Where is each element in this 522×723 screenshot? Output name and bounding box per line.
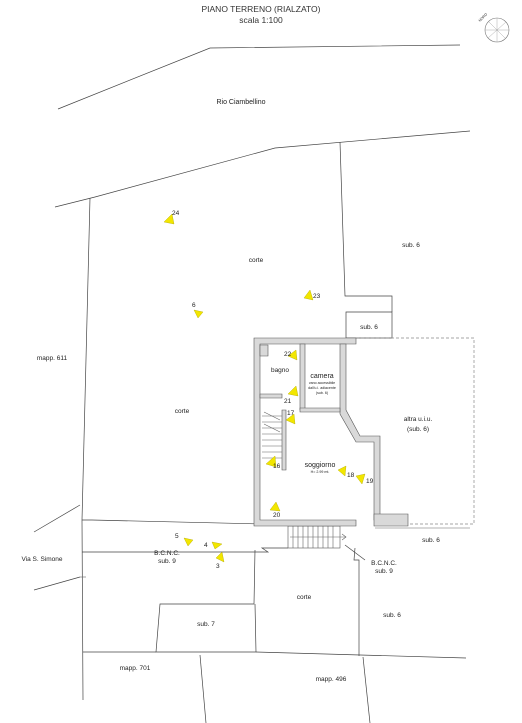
boundary-courtyard-bottom [82,519,263,525]
svg-text:3: 3 [216,563,220,570]
sub6-right-label: sub. 6 [402,242,420,249]
svg-text:16: 16 [273,463,281,470]
svg-text:20: 20 [273,512,281,519]
mapp701-label: mapp. 701 [120,665,151,672]
sub6-bottom-label: sub. 6 [383,612,401,619]
room-label-bagno: bagno [271,367,289,374]
corte-top-label: corte [249,257,264,264]
photo-marker-20: 20 [269,501,281,519]
sub6-mid-label: sub. 6 [422,537,440,544]
sub7-label: sub. 7 [197,621,215,628]
boundary-right-vertical [339,141,393,312]
corte-bottom-label: corte [297,594,312,601]
svg-text:23: 23 [313,293,321,300]
corte-left-label: corte [175,408,190,415]
bcnc-right-label-1: B.C.N.C. [371,560,397,567]
svg-text:21: 21 [284,398,292,405]
bcnc-left-label-1: B.C.N.C. [154,550,180,557]
mapp611-label: mapp. 611 [37,355,68,362]
svg-text:4: 4 [204,542,208,549]
other-unit-label-2: (sub. 6) [407,426,429,433]
room-label-camera: camera [310,373,333,380]
photo-marker-17: 17 [285,410,296,425]
svg-text:5: 5 [175,533,179,540]
svg-text:17: 17 [287,410,295,417]
photo-marker-23: 23 [303,289,321,301]
mapp496-label: mapp. 496 [316,676,347,683]
interior-stairs [262,411,282,459]
photo-marker-24: 24 [163,210,180,225]
sub7-box [155,549,257,653]
room-label-soggiorno: soggiorno [305,462,336,469]
building-walls [253,337,409,527]
other-unit-dashed-outline [356,337,475,525]
plan-scale: scala 1:100 [239,15,283,25]
photo-marker-3: 3 [215,551,225,570]
other-unit-label-1: altra u.i.u. [404,416,433,423]
boundary-lower-middle [353,547,360,656]
photo-marker-6: 6 [192,302,204,319]
river-lower-bank [54,130,471,208]
river-upper-bank [57,44,461,110]
svg-text:22: 22 [284,351,292,358]
photo-marker-18: 18 [337,465,355,479]
camera-note-3: (sub. 6) [316,391,328,395]
photo-marker-22: 22 [284,349,298,361]
bcnc-pointer-line [344,544,366,561]
photo-marker-19: 19 [355,473,374,485]
photo-marker-21: 21 [284,385,299,405]
svg-text:6: 6 [192,302,196,309]
svg-text:18: 18 [347,472,355,479]
plan-title: PIANO TERRENO (RIALZATO) [201,4,320,14]
north-arrow-icon: NORD [478,12,510,43]
bcnc-boundary [82,547,288,553]
bcnc-left-label-2: sub. 9 [158,558,176,565]
boundary-lower-right [255,651,467,659]
north-label: NORD [478,12,489,23]
entrance-stairs [287,525,347,549]
photo-marker-16: 16 [265,455,281,470]
street-line-upper [33,504,81,533]
soggiorno-height: H= 2.99 mt. [311,470,330,474]
boundary-bottom-left [199,654,207,723]
photo-marker-5: 5 [175,533,194,547]
photo-marker-4: 4 [204,541,223,550]
boundary-bottom-right [362,656,371,723]
river-label: Rio Ciambellino [216,99,265,106]
svg-text:19: 19 [366,478,374,485]
boundary-left-vertical [81,197,91,701]
camera-note-1: vano accessibile [309,381,335,385]
bcnc-right-label-2: sub. 9 [375,568,393,575]
street-label: Via S. Simone [21,556,62,563]
svg-text:24: 24 [172,210,180,217]
camera-note-2: dall'u.i. adiacente [308,386,336,390]
sub6-box-label: sub. 6 [360,324,378,331]
street-line-lower [33,576,81,591]
